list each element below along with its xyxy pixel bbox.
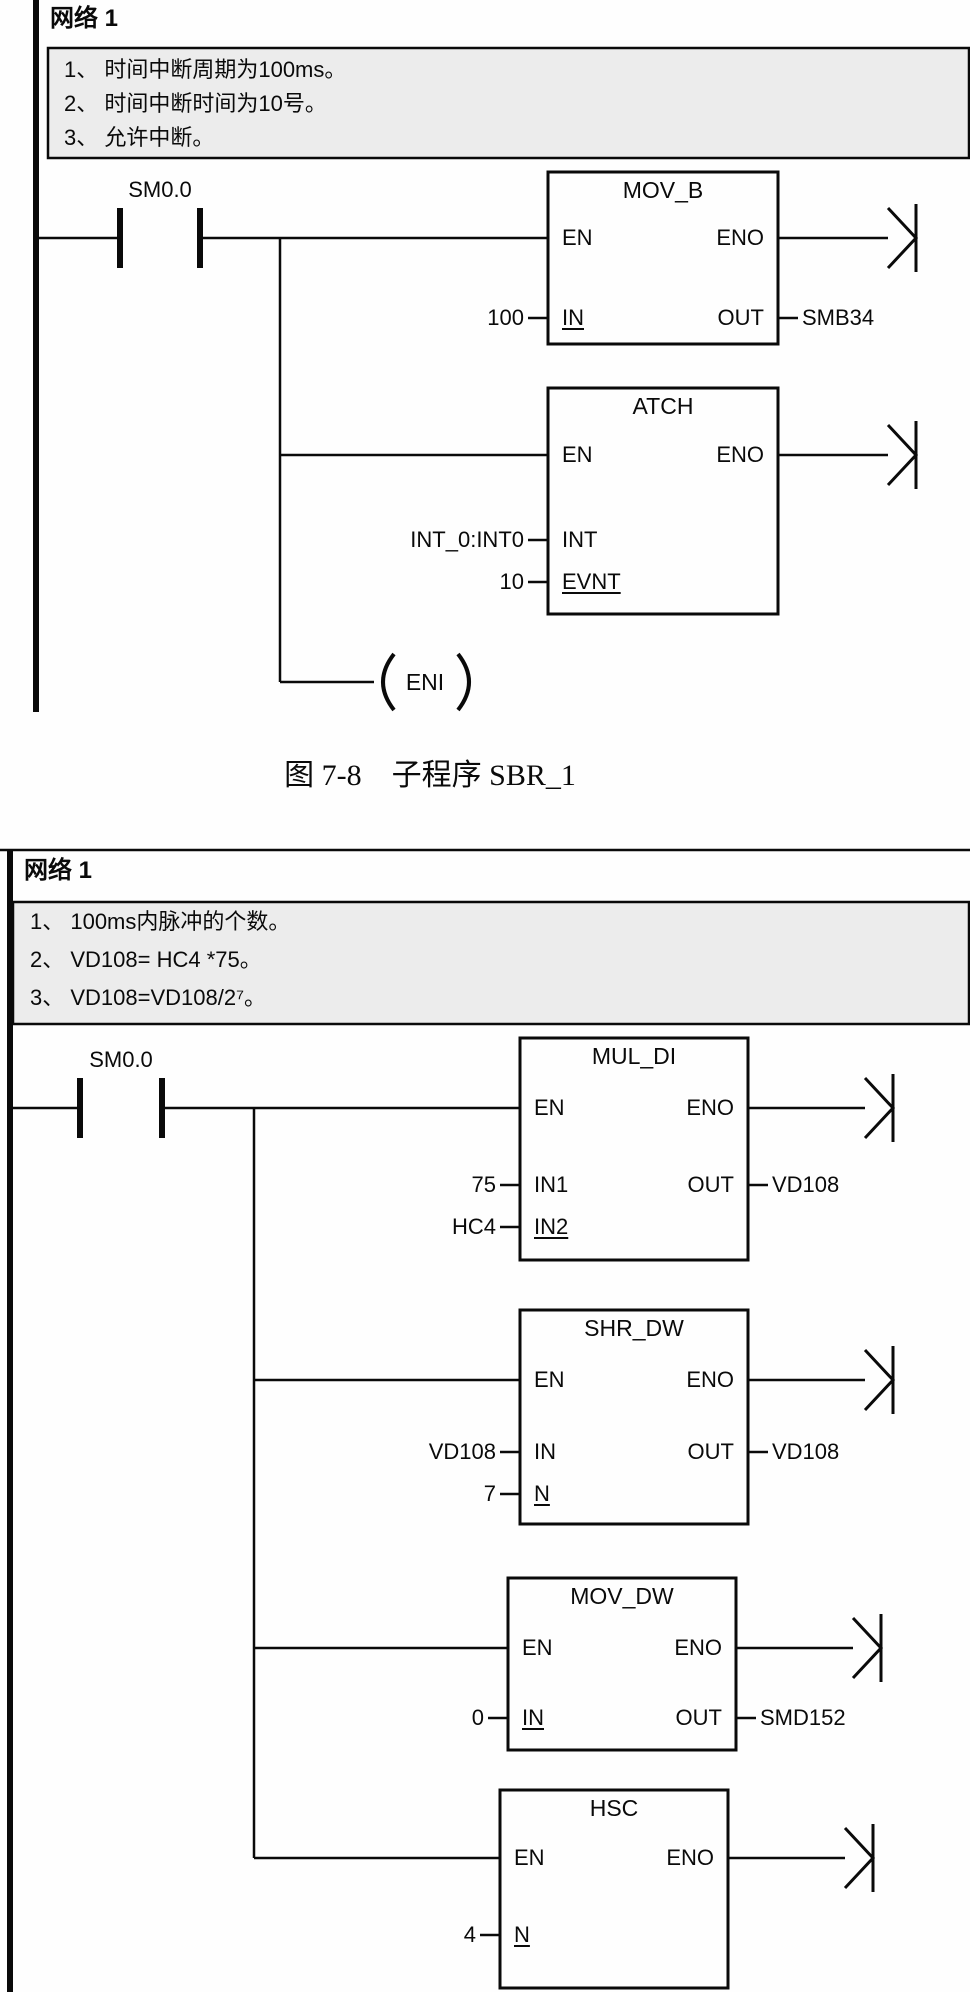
shr-dw-box bbox=[518, 1308, 750, 1526]
pin-eno: ENO bbox=[716, 225, 764, 250]
block-title-atch: ATCH bbox=[632, 393, 694, 419]
pin-out: OUT bbox=[687, 1439, 734, 1464]
pin-out: OUT bbox=[687, 1172, 734, 1197]
pin-in: IN bbox=[562, 305, 584, 330]
operand-in-value: VD108 bbox=[428, 1439, 496, 1464]
pin-out: OUT bbox=[717, 305, 764, 330]
comment-line: 1、 时间中断周期为100ms。 bbox=[64, 57, 347, 82]
operand-in-value: 100 bbox=[487, 305, 524, 330]
eni-coil-parens bbox=[381, 652, 471, 712]
pin-in2: IN2 bbox=[534, 1214, 569, 1239]
rung-output-arrow bbox=[843, 1824, 876, 1892]
operand-n-value: 4 bbox=[463, 1922, 476, 1947]
pin-en: EN bbox=[514, 1845, 545, 1870]
rung-output-arrow bbox=[863, 1074, 896, 1142]
pin-n: N bbox=[514, 1922, 530, 1947]
block-title-mov-dw: MOV_DW bbox=[570, 1583, 674, 1609]
comment-box bbox=[11, 900, 970, 1026]
pin-en: EN bbox=[534, 1095, 565, 1120]
block-title-mul-di: MUL_DI bbox=[591, 1043, 677, 1069]
block-title-hsc: HSC bbox=[589, 1795, 639, 1821]
pin-eno: ENO bbox=[686, 1095, 734, 1120]
comment-line: 2、 时间中断时间为10号。 bbox=[64, 91, 327, 116]
pin-en: EN bbox=[522, 1635, 553, 1660]
pin-n: N bbox=[534, 1481, 550, 1506]
pin-eno: ENO bbox=[674, 1635, 722, 1660]
network1-graphics bbox=[33, 0, 970, 712]
contact-label: SM0.0 bbox=[128, 177, 192, 202]
rung-output-arrow bbox=[851, 1614, 884, 1682]
operand-in1-value: 75 bbox=[471, 1172, 496, 1197]
operand-in2-value: HC4 bbox=[451, 1214, 496, 1239]
eni-coil-label: ENI bbox=[405, 669, 445, 695]
operand-out-value: SMD152 bbox=[760, 1705, 846, 1730]
rung-output-arrow bbox=[886, 421, 919, 489]
pin-in: IN bbox=[522, 1705, 544, 1730]
operand-out-value: VD108 bbox=[772, 1172, 840, 1197]
pin-eno: ENO bbox=[666, 1845, 714, 1870]
network2-title: 网络 1 bbox=[24, 857, 93, 884]
block-title-shr-dw: SHR_DW bbox=[584, 1315, 684, 1341]
pin-eno: ENO bbox=[716, 442, 764, 467]
comment-line: 3、 VD108=VD108/2⁷。 bbox=[30, 985, 267, 1010]
mov-dw-box bbox=[506, 1576, 738, 1752]
pin-eno: ENO bbox=[686, 1367, 734, 1392]
operand-out-value: VD108 bbox=[772, 1439, 840, 1464]
pin-in1: IN1 bbox=[534, 1172, 569, 1197]
network2-graphics bbox=[0, 848, 970, 1992]
network1-title: 网络 1 bbox=[50, 5, 119, 32]
rung-output-arrow bbox=[886, 204, 919, 272]
operand-int-value: INT_0:INT0 bbox=[410, 527, 524, 552]
pin-en: EN bbox=[562, 225, 593, 250]
mov-b-box bbox=[546, 170, 780, 346]
figure-caption: 图 7-8 子程序 SBR_1 bbox=[284, 759, 576, 792]
pin-int: INT bbox=[562, 527, 598, 552]
operand-evnt-value: 10 bbox=[499, 569, 524, 594]
pin-en: EN bbox=[534, 1367, 565, 1392]
pin-evnt: EVNT bbox=[562, 569, 621, 594]
comment-line: 1、 100ms内脉冲的个数。 bbox=[30, 909, 291, 934]
pin-in: IN bbox=[534, 1439, 556, 1464]
operand-n-value: 7 bbox=[483, 1481, 496, 1506]
atch-box bbox=[546, 386, 780, 616]
pin-en: EN bbox=[562, 442, 593, 467]
pin-out: OUT bbox=[675, 1705, 722, 1730]
comment-line: 3、 允许中断。 bbox=[64, 125, 215, 150]
rung-output-arrow bbox=[863, 1346, 896, 1414]
mul-di-box bbox=[518, 1036, 750, 1262]
hsc-box bbox=[498, 1788, 730, 1990]
operand-out-value: SMB34 bbox=[802, 305, 875, 330]
comment-box bbox=[46, 46, 970, 160]
operand-in-value: 0 bbox=[471, 1705, 484, 1730]
comment-line: 2、 VD108= HC4 *75。 bbox=[30, 947, 262, 972]
contact-label: SM0.0 bbox=[89, 1047, 153, 1072]
block-title-mov-b: MOV_B bbox=[622, 177, 704, 203]
